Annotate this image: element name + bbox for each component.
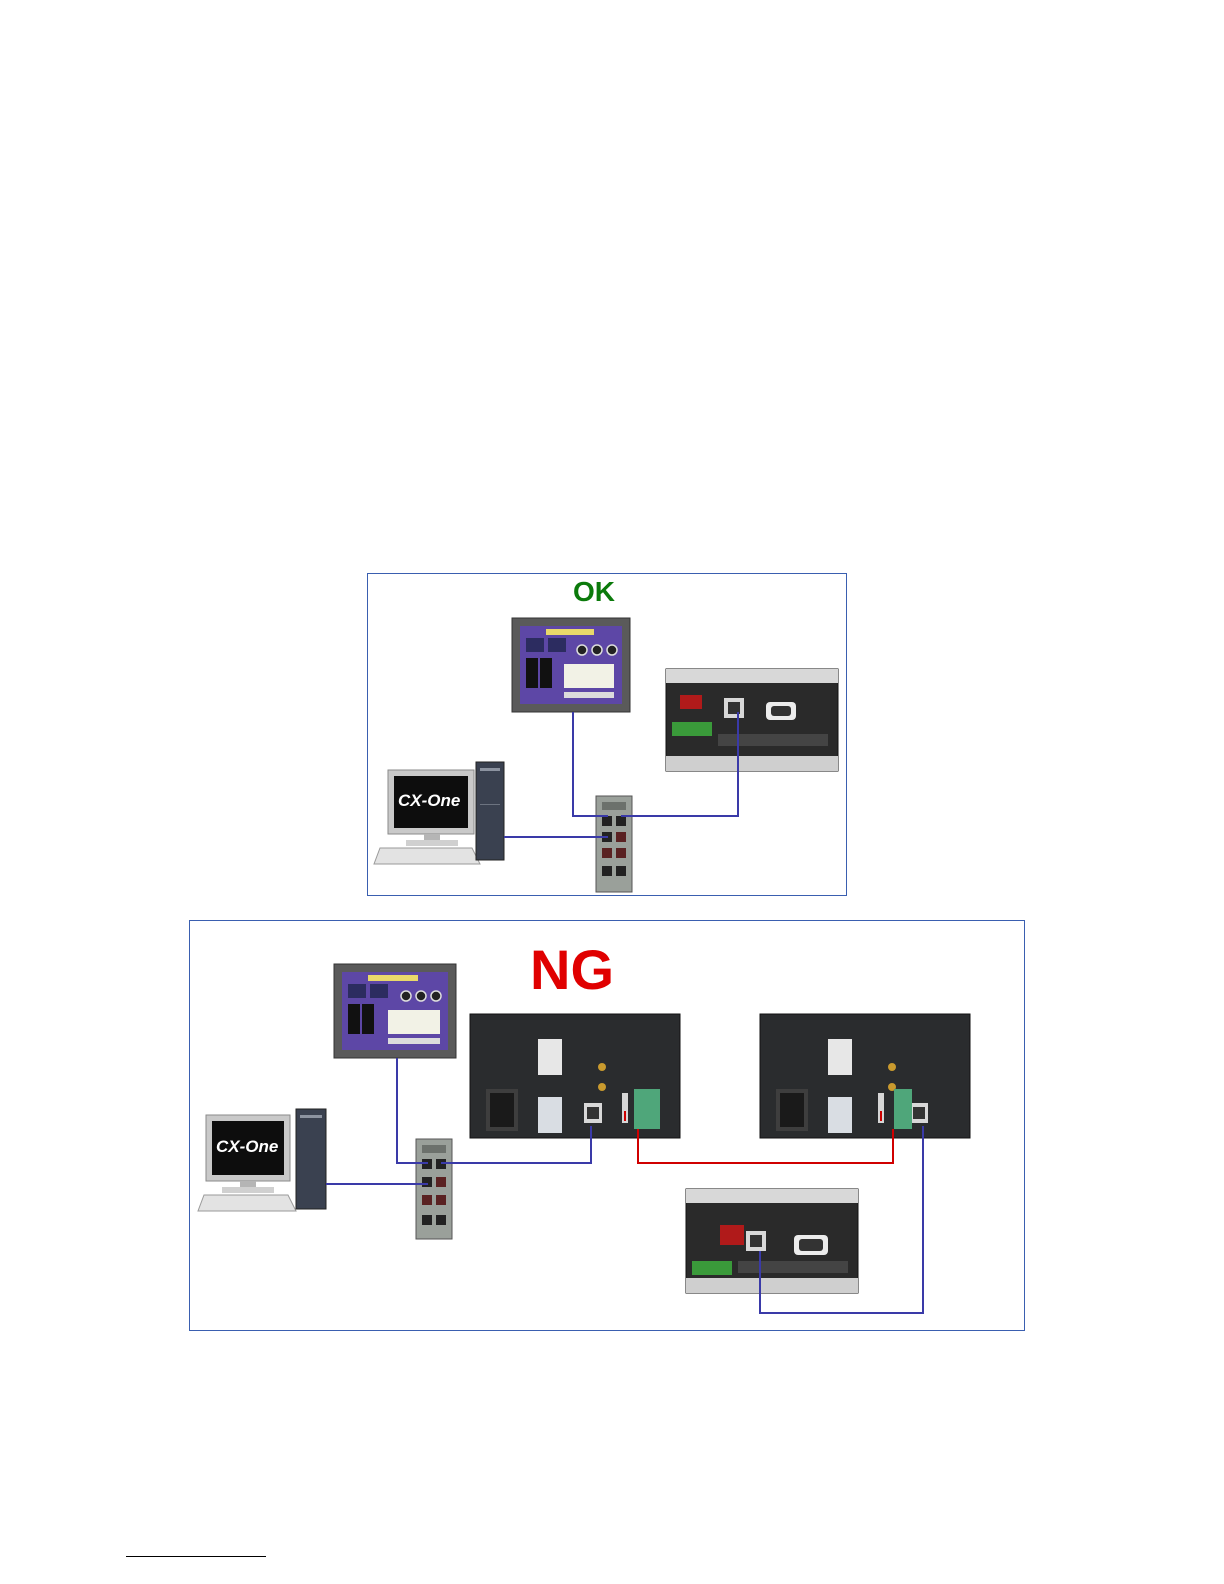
plc-rack [470, 1014, 680, 1138]
plc-rack [760, 1014, 970, 1138]
footnote-rule [126, 1556, 266, 1557]
ethernet-switch [596, 796, 632, 892]
plc-compact [686, 1189, 858, 1293]
hmi-touchscreen [512, 618, 630, 712]
ng-diagram-panel: NG [189, 920, 1025, 1331]
ethernet-switch [416, 1139, 452, 1239]
pc-workstation [374, 762, 504, 864]
ok-diagram-panel: OK [367, 573, 847, 896]
pc-workstation [198, 1109, 326, 1211]
plc-compact [666, 669, 838, 771]
hmi-touchscreen [334, 964, 456, 1058]
cx-one-logo: CX-One [398, 791, 460, 810]
cx-one-logo: CX-One [216, 1137, 278, 1156]
